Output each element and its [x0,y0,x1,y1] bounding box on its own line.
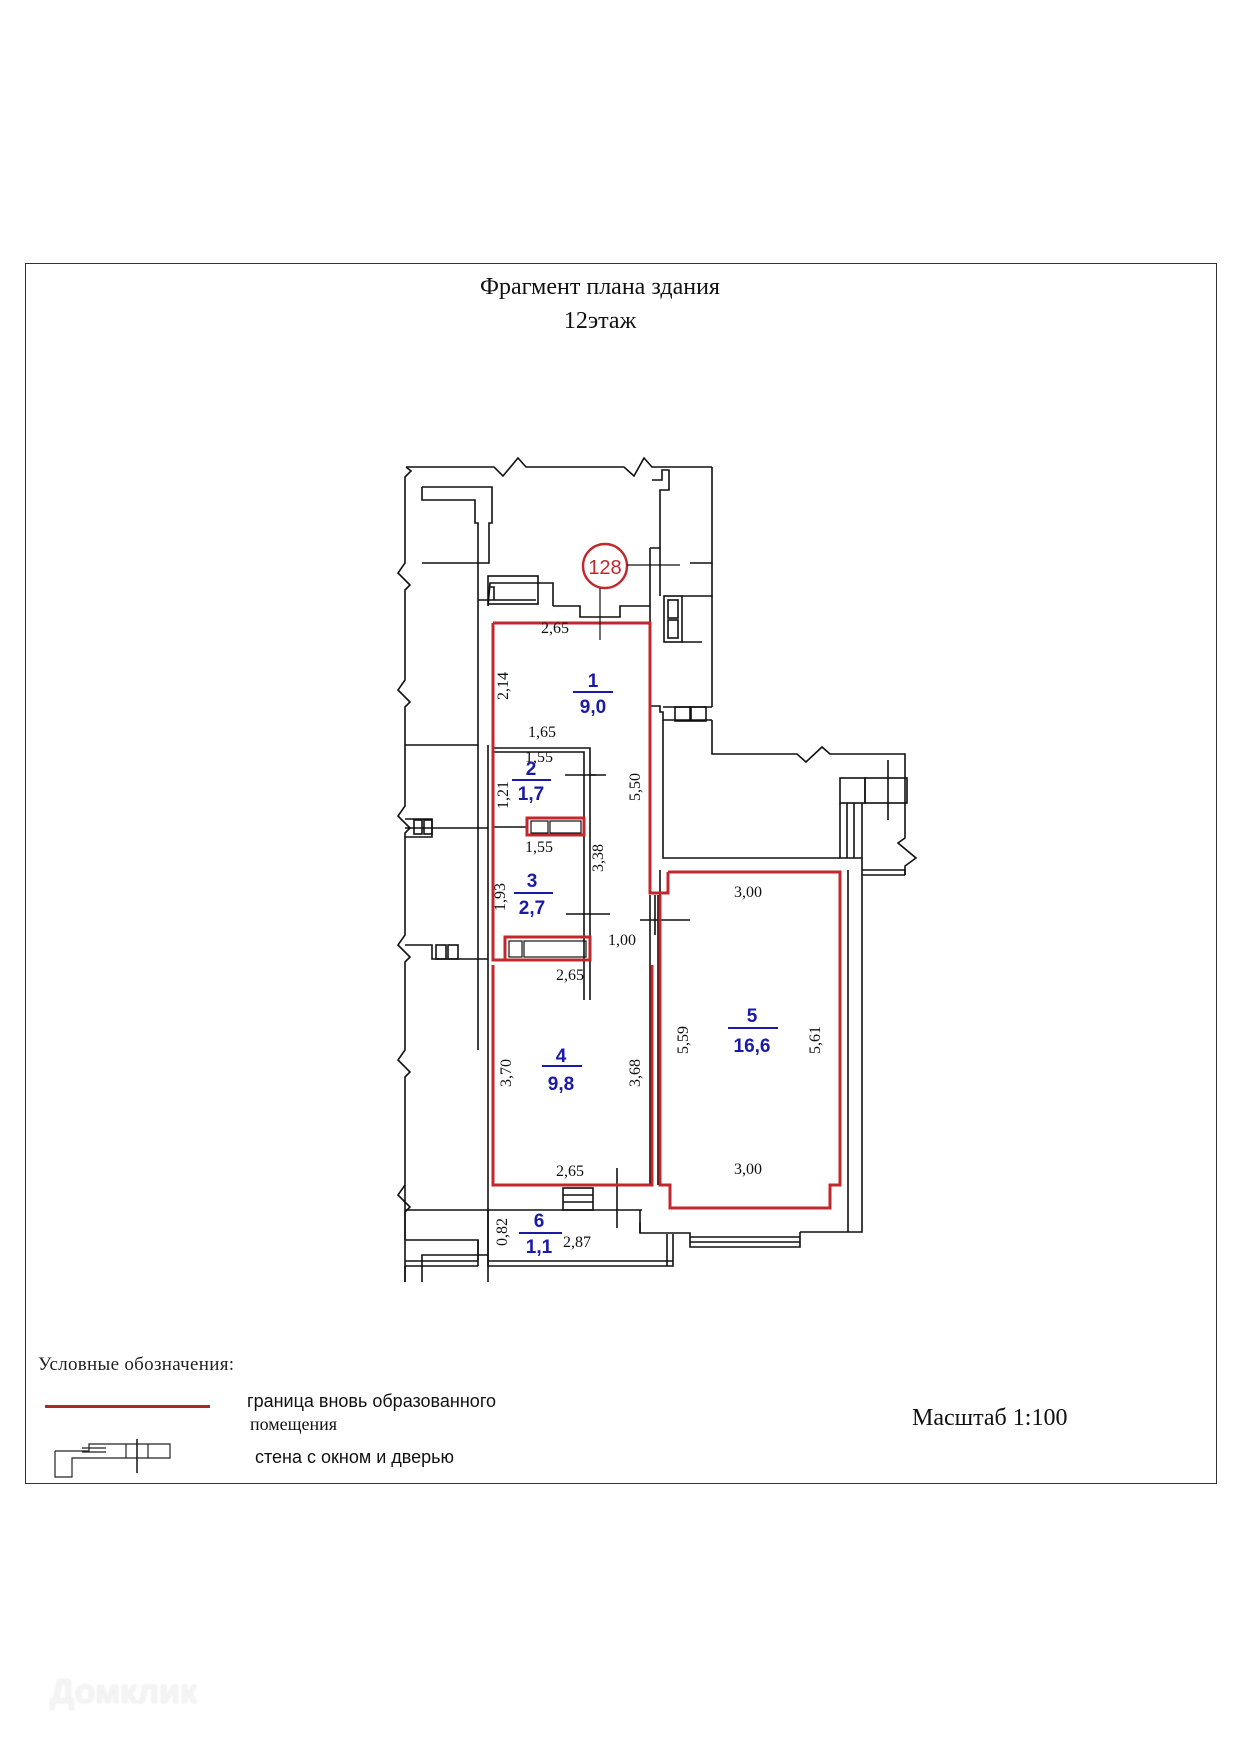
svg-text:16,6: 16,6 [734,1036,771,1057]
dim-r2-left: 1,21 [495,781,512,809]
svg-text:9,8: 9,8 [548,1074,574,1095]
svg-text:9,0: 9,0 [580,697,606,718]
legend-boundary-label-1: граница вновь образованного [247,1391,497,1411]
dimension-labels: 2,65 2,14 1,65 5,50 1,55 1,21 1,55 3,38 … [492,620,824,1251]
room-3-label: 3 2,7 [514,871,553,919]
building-walls [396,456,918,1282]
svg-text:1,1: 1,1 [526,1237,553,1258]
svg-text:6: 6 [534,1211,545,1232]
legend-wall-label: стена с окном и дверью [255,1447,455,1467]
watermark-logo: Домклик [50,1673,198,1711]
legend-wall-symbol-icon [54,1439,171,1478]
dim-r5-left: 5,59 [675,1026,692,1054]
room-labels: 1 9,0 2 1,7 3 2,7 4 9,8 5 16,6 6 1,1 [512,671,778,1258]
room-4-label: 4 9,8 [542,1046,582,1095]
dim-r1-left: 2,14 [495,672,512,700]
dim-r3-left: 1,93 [492,883,509,911]
legend-title: Условные обозначения: [38,1354,235,1375]
room-6-label: 6 1,1 [519,1211,562,1258]
scale-label: Масштаб 1:100 [912,1405,1068,1431]
dim-r6-left: 0,82 [494,1218,511,1246]
room-1-label: 1 9,0 [573,671,613,718]
plan-title: Фрагмент плана здания [480,274,720,300]
svg-text:2: 2 [526,759,537,780]
dim-r2-bottom: 1,55 [525,839,553,856]
dim-r4-right: 3,68 [627,1059,644,1087]
dim-r2-top: 1,55 [525,749,553,766]
room-2-label: 2 1,7 [512,759,551,805]
room-5-label: 5 16,6 [728,1006,778,1057]
dim-r5-top: 3,00 [734,884,762,901]
dim-r1-inner: 1,65 [528,724,556,741]
dim-r5-bottom: 3,00 [734,1161,762,1178]
svg-text:4: 4 [556,1046,567,1067]
svg-text:2,7: 2,7 [519,898,545,919]
new-room-boundaries [491,621,842,1210]
dim-corridor: 1,00 [608,932,636,949]
svg-text:1,7: 1,7 [518,784,544,805]
floor-label: 12этаж [563,308,637,334]
svg-text:1: 1 [588,671,599,692]
dim-r4-left: 3,70 [498,1059,515,1087]
legend-boundary-label-2: помещения [250,1414,338,1434]
drawing-frame [25,263,1217,1484]
window-frames [508,820,587,958]
dim-r4-top: 2,65 [556,967,584,984]
dim-r6-width: 2,87 [563,1234,591,1251]
dim-r1-right: 5,50 [627,773,644,801]
svg-text:5: 5 [747,1006,758,1027]
legend-boundary-line-icon [45,1405,210,1408]
svg-text:3: 3 [527,871,538,892]
dim-r1-top: 2,65 [541,620,569,637]
dim-r5-right: 5,61 [807,1026,824,1054]
dim-r4-bottom: 2,65 [556,1163,584,1180]
dim-r3-right: 3,38 [590,844,607,872]
apartment-number-marker: 128 [581,542,680,640]
apartment-number: 128 [588,557,621,579]
